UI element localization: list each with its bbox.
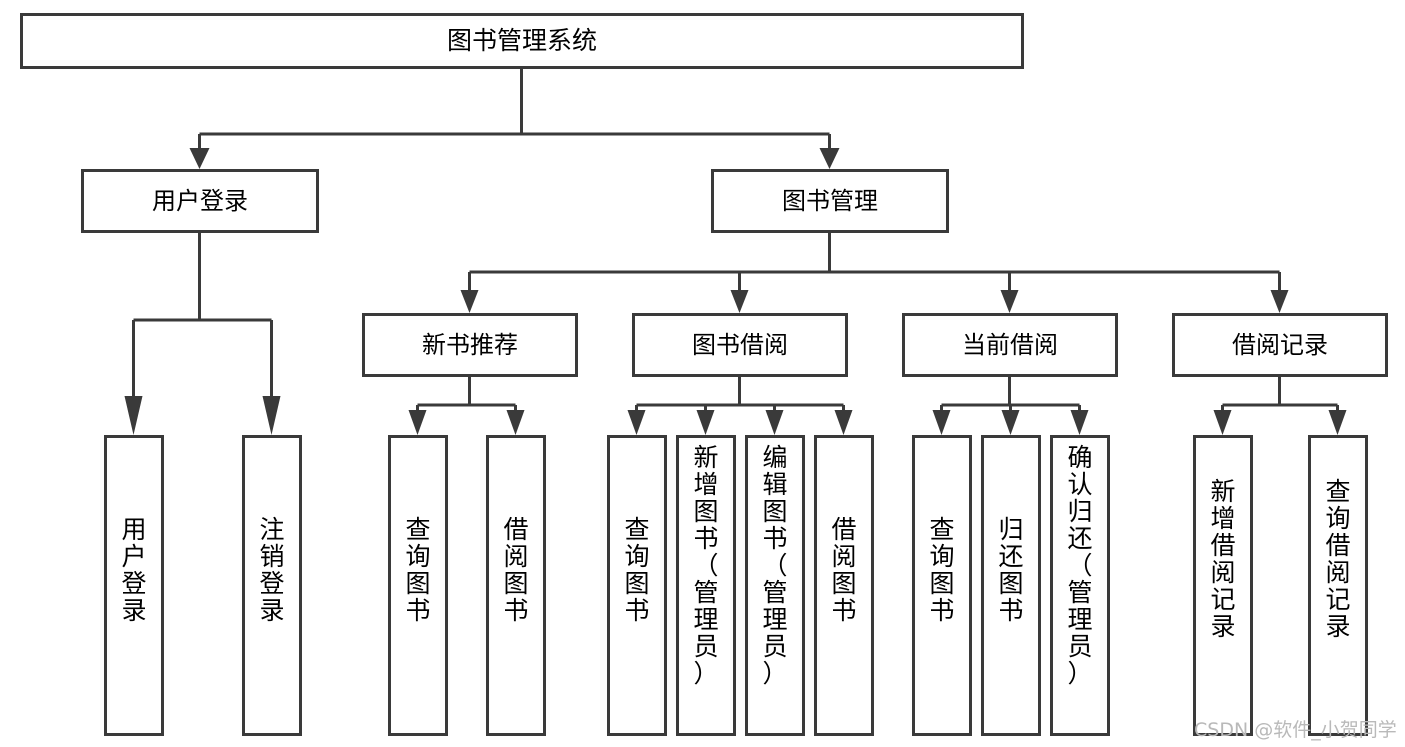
node-borrow-record-box[interactable] bbox=[1172, 313, 1388, 377]
leaf-return-book-box[interactable] bbox=[981, 435, 1041, 736]
arrow-bm-to-new-book-rec bbox=[460, 290, 479, 313]
node-current-borrow[interactable]: 当前借阅 bbox=[902, 313, 1118, 377]
leaf-borrow-book-2-box[interactable] bbox=[814, 435, 874, 736]
node-borrow-record[interactable]: 借阅记录 bbox=[1172, 313, 1388, 377]
node-current-borrow-box[interactable] bbox=[902, 313, 1118, 377]
arrow-user-login-leaf-2 bbox=[262, 396, 281, 435]
arrow-bb-leaf-3 bbox=[765, 410, 784, 435]
leaf-box-group bbox=[104, 435, 1368, 736]
arrow-root-to-book-manage bbox=[819, 148, 840, 169]
leaf-edit-book-box[interactable] bbox=[745, 435, 805, 736]
leaf-confirm-return-box[interactable] bbox=[1050, 435, 1110, 736]
leaf-query-book-1-box[interactable] bbox=[388, 435, 448, 736]
node-root-label: 图书管理系统 bbox=[447, 26, 597, 55]
arrow-bm-to-borrow-record bbox=[1270, 290, 1289, 313]
leaf-add-record-box[interactable] bbox=[1193, 435, 1253, 736]
arrow-nbr-leaf-1 bbox=[408, 410, 427, 435]
node-new-book-rec-box[interactable] bbox=[362, 313, 578, 377]
node-root-box[interactable] bbox=[20, 13, 1024, 69]
node-user-login[interactable]: 用户登录 bbox=[81, 169, 319, 233]
node-book-manage-label: 图书管理 bbox=[782, 187, 878, 215]
arrow-bm-to-book-borrow bbox=[730, 290, 749, 313]
arrow-nbr-leaf-2 bbox=[506, 410, 525, 435]
node-root[interactable]: 图书管理系统 bbox=[20, 13, 1024, 69]
csdn-watermark: CSDN @软件_小贺同学 bbox=[1194, 719, 1397, 741]
node-book-borrow[interactable]: 图书借阅 bbox=[632, 313, 848, 377]
arrow-bm-to-current-borrow bbox=[1000, 290, 1019, 313]
arrow-cb-leaf-2 bbox=[1001, 410, 1020, 435]
node-book-manage-box[interactable] bbox=[711, 169, 949, 233]
leaf-query-book-3-box[interactable] bbox=[912, 435, 972, 736]
node-book-manage[interactable]: 图书管理 bbox=[711, 169, 949, 233]
node-user-login-label: 用户登录 bbox=[152, 187, 248, 215]
arrow-br-leaf-2 bbox=[1328, 410, 1347, 435]
arrow-br-leaf-1 bbox=[1213, 410, 1232, 435]
node-new-book-rec-label: 新书推荐 bbox=[422, 331, 518, 359]
node-current-borrow-label: 当前借阅 bbox=[962, 331, 1058, 359]
arrow-root-to-user-login bbox=[189, 148, 210, 169]
leaf-query-record-box[interactable] bbox=[1308, 435, 1368, 736]
leaf-add-book-box[interactable] bbox=[676, 435, 736, 736]
node-user-login-box[interactable] bbox=[81, 169, 319, 233]
node-new-book-rec[interactable]: 新书推荐 bbox=[362, 313, 578, 377]
arrow-cb-leaf-1 bbox=[932, 410, 951, 435]
arrow-bb-leaf-1 bbox=[627, 410, 646, 435]
leaf-user-login-box[interactable] bbox=[104, 435, 164, 736]
arrow-user-login-leaf-1 bbox=[124, 396, 143, 435]
leaf-logout-box[interactable] bbox=[242, 435, 302, 736]
connector-group bbox=[124, 68, 1347, 435]
arrow-bb-leaf-2 bbox=[696, 410, 715, 435]
leaf-borrow-book-1-box[interactable] bbox=[486, 435, 546, 736]
leaf-query-book-2-box[interactable] bbox=[607, 435, 667, 736]
node-book-borrow-label: 图书借阅 bbox=[692, 331, 788, 359]
arrow-cb-leaf-3 bbox=[1070, 410, 1089, 435]
node-book-borrow-box[interactable] bbox=[632, 313, 848, 377]
node-borrow-record-label: 借阅记录 bbox=[1232, 331, 1328, 359]
arrow-bb-leaf-4 bbox=[834, 410, 853, 435]
